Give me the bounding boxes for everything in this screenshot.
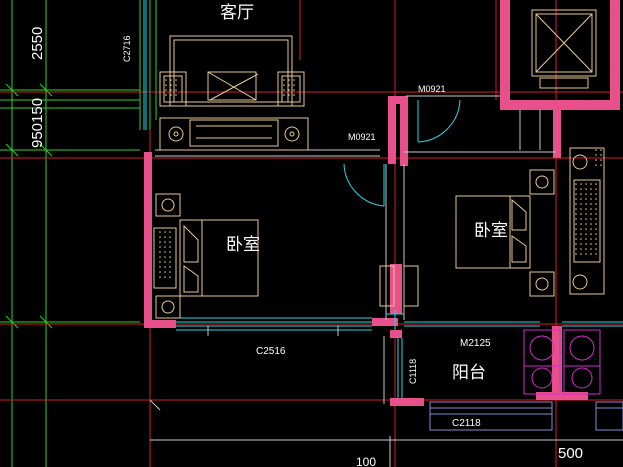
door-label-mid: M0921 <box>348 132 376 142</box>
dimension-ticks <box>149 326 623 467</box>
dimension-label-bottom-right: 500 <box>558 445 583 462</box>
room-label-bedroom-right: 卧室 <box>474 221 508 241</box>
window-label-balcony-side: C1118 <box>408 359 418 384</box>
furniture-dots <box>159 79 602 278</box>
dimension-lines-left <box>0 0 157 467</box>
wall-outlines <box>155 95 556 404</box>
elevator-shaft <box>531 9 597 89</box>
door-label-balcony: M2125 <box>460 338 491 349</box>
dimension-label-mid: 950150 <box>29 98 46 148</box>
balcony-window-hatch <box>429 401 623 431</box>
door-label-top: M0921 <box>418 84 446 94</box>
room-label-living: 客厅 <box>220 3 254 23</box>
room-label-bedroom-left: 卧室 <box>226 235 260 255</box>
window-label-balcony-bottom: C2118 <box>452 418 481 429</box>
balcony-fixtures <box>523 329 601 395</box>
window-label-living: C2716 <box>122 35 132 62</box>
walls <box>144 0 620 406</box>
dimension-label-bottom-mid: 100 <box>356 455 376 467</box>
room-label-balcony: 阳台 <box>452 363 486 383</box>
furniture <box>153 35 605 319</box>
dimension-label-top: 2550 <box>29 27 46 60</box>
window-label-bedroom: C2516 <box>256 346 286 357</box>
windows <box>143 0 623 398</box>
